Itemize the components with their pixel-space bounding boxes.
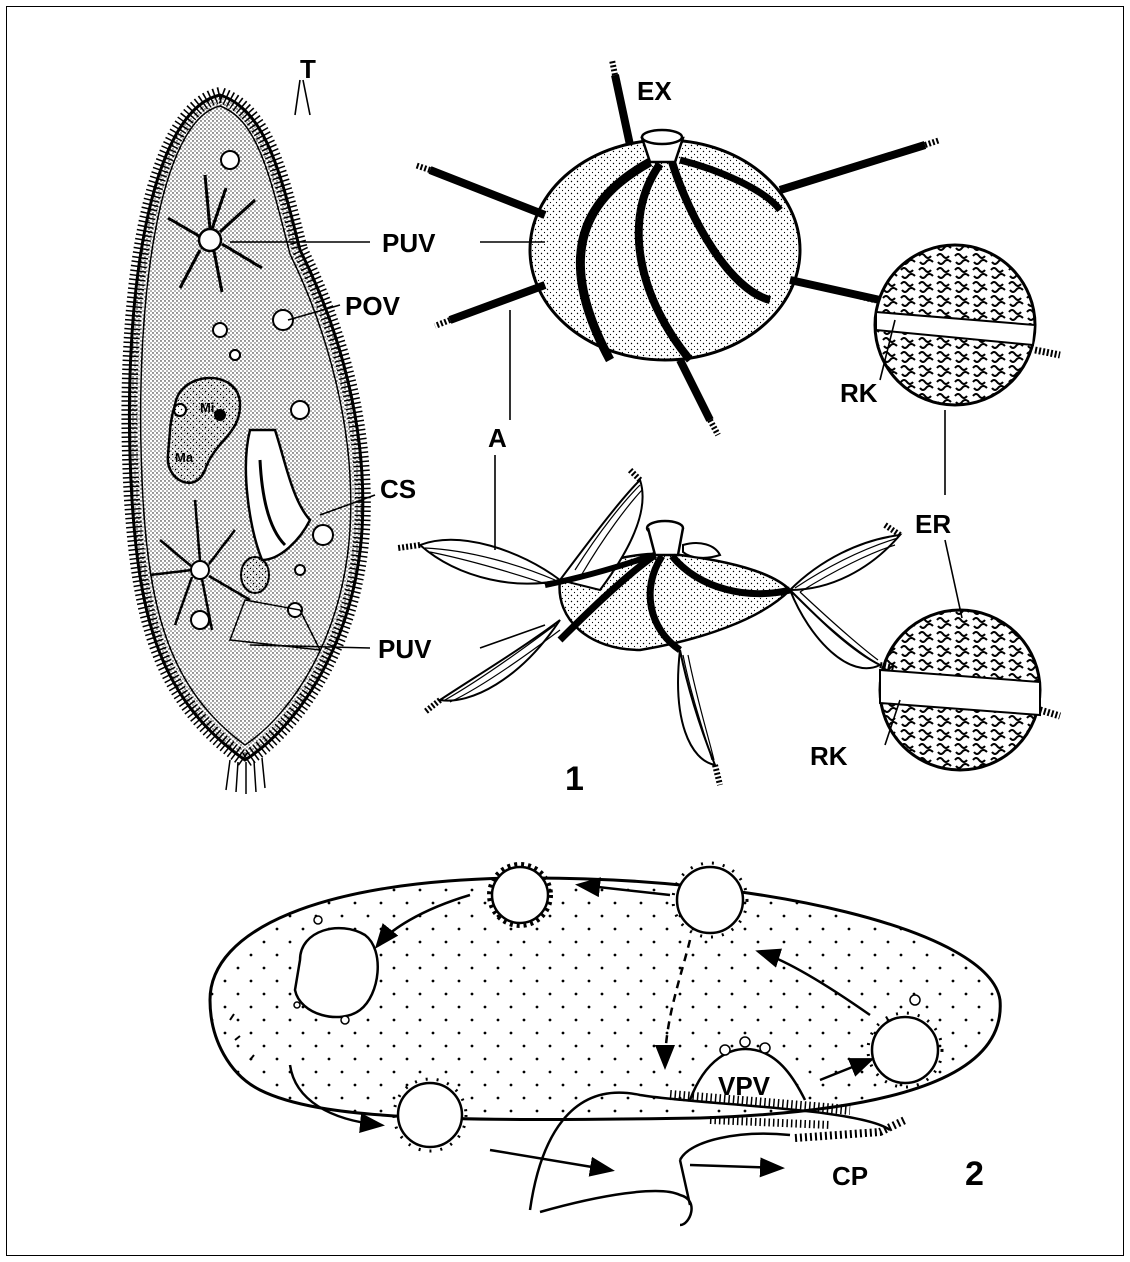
cross-section-top xyxy=(860,245,1060,405)
vacuole-collapsed xyxy=(398,470,900,785)
label-Ma: Ma xyxy=(175,450,194,465)
label-CS: CS xyxy=(380,474,416,504)
panel-label-1: 1 xyxy=(565,760,584,798)
label-PUV-bottom: PUV xyxy=(378,634,432,664)
pellicle xyxy=(129,95,362,760)
panel-label-2: 2 xyxy=(965,1155,984,1193)
paramecium-cell xyxy=(129,95,362,794)
panel-2-cell: VPV CP 2 xyxy=(210,863,1000,1225)
label-RK-bottom: RK xyxy=(810,741,848,771)
label-PUV-top: PUV xyxy=(382,228,436,258)
label-Mi: Mi xyxy=(200,400,214,415)
label-CP: CP xyxy=(832,1161,868,1191)
label-ER: ER xyxy=(915,509,951,539)
label-POV: POV xyxy=(345,291,401,321)
label-T: T xyxy=(300,54,316,84)
label-VPV: VPV xyxy=(718,1071,771,1101)
label-A: A xyxy=(488,423,507,453)
label-EX: EX xyxy=(637,76,672,106)
micronucleus xyxy=(214,409,226,421)
cross-section-bottom xyxy=(880,610,1060,770)
label-RK-top: RK xyxy=(840,378,878,408)
